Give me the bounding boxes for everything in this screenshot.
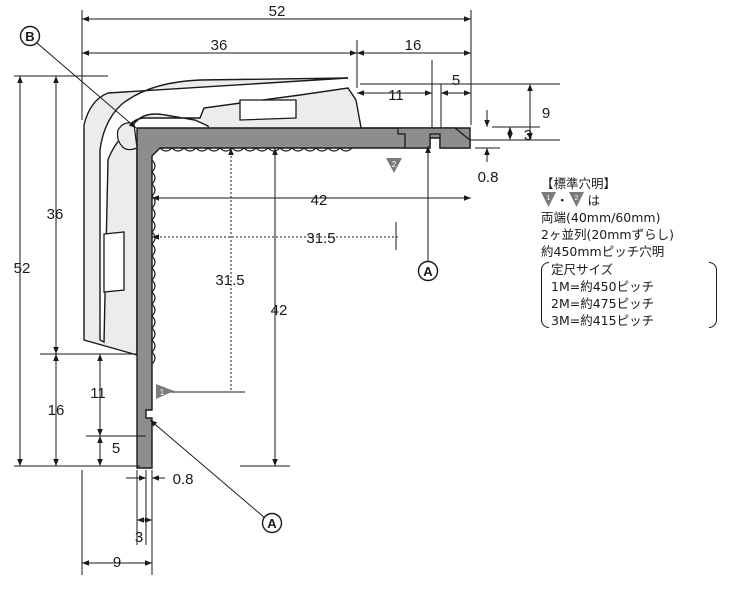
dim-left-52: 52 xyxy=(14,260,31,277)
dimension-labels: 52 36 16 11 5 9 3 0.8 42 31.5 31.5 42 52… xyxy=(14,3,551,571)
note-bracket-title: 定尺サイズ xyxy=(551,262,614,277)
dim-left-5: 5 xyxy=(112,440,120,457)
dim-top-36: 36 xyxy=(211,37,228,54)
dim-bottom-9: 9 xyxy=(113,554,121,571)
corner-rib xyxy=(116,122,138,151)
hole-note: 【標準穴明】 1 ・ 2 は 両端(40mm/60mm) 2ヶ並列(20mmずら… xyxy=(541,175,731,329)
note-marker-1: 1 xyxy=(547,195,551,202)
dim-top-16: 16 xyxy=(405,37,422,54)
dim-left-11: 11 xyxy=(90,385,106,402)
dim-top-11: 11 xyxy=(388,87,404,104)
dim-left-16: 16 xyxy=(48,402,65,419)
cover-slot-top xyxy=(239,99,297,121)
note-markers: 1 ・ 2 は xyxy=(541,192,731,209)
dim-horiz-315: 31.5 xyxy=(306,230,335,247)
triangle-right-icon xyxy=(156,384,174,399)
hole-marker-2: 2 xyxy=(386,158,402,173)
triangle-down-icon: 2 xyxy=(568,192,584,207)
dim-right-9: 9 xyxy=(542,105,550,122)
note-marker-2: 2 xyxy=(574,195,578,202)
aluminium-profile xyxy=(136,127,471,469)
dim-right-08: 0.8 xyxy=(478,169,499,186)
dim-vert-315: 31.5 xyxy=(215,272,244,289)
dim-bottom-3: 3 xyxy=(135,529,143,546)
hole-marker-1: 1 xyxy=(156,384,174,399)
callout-a-top: A xyxy=(417,260,439,282)
callout-a-bottom-label: A xyxy=(267,516,277,531)
callout-a-bottom: A xyxy=(261,512,283,534)
note-connector-suffix: は xyxy=(587,193,601,208)
note-bracket-1m: 1M=約450ピッチ xyxy=(551,279,655,294)
dim-left-36: 36 xyxy=(47,206,64,223)
note-line-pitch: 約450mmピッチ穴明 xyxy=(541,244,665,259)
dim-top-overall: 52 xyxy=(269,3,286,20)
note-heading: 【標準穴明】 xyxy=(541,176,617,191)
callout-a-top-label: A xyxy=(423,264,433,279)
dim-horiz-42: 42 xyxy=(311,192,328,209)
triangle-down-icon: 1 xyxy=(541,192,556,207)
note-line-parallel: 2ヶ並列(20mmずらし) xyxy=(541,227,674,242)
note-bracket-2m: 2M=約475ピッチ xyxy=(551,296,655,311)
dimension-lines xyxy=(14,10,560,575)
cover-slot-side xyxy=(103,231,125,293)
note-line-ends: 両端(40mm/60mm) xyxy=(541,210,661,225)
hole-marker-1-label: 1 xyxy=(160,388,165,397)
serration-top xyxy=(159,147,353,152)
callout-b: B xyxy=(19,25,41,47)
dim-top-5: 5 xyxy=(452,72,460,89)
callout-b-label: B xyxy=(25,29,34,44)
serration-side xyxy=(151,159,156,365)
dim-right-3: 3 xyxy=(524,127,532,144)
hole-marker-2-label: 2 xyxy=(392,160,397,169)
triangle-down-icon xyxy=(386,158,402,173)
profile-top-lip xyxy=(360,127,471,149)
note-bracket-3m: 3M=約415ピッチ xyxy=(551,313,655,328)
dim-bottom-08: 0.8 xyxy=(173,471,194,488)
dim-vert-42: 42 xyxy=(271,302,288,319)
note-connector: ・ xyxy=(556,193,569,208)
note-bracket: 定尺サイズ 1M=約450ピッチ 2M=約475ピッチ 3M=約415ピッチ xyxy=(541,261,731,329)
